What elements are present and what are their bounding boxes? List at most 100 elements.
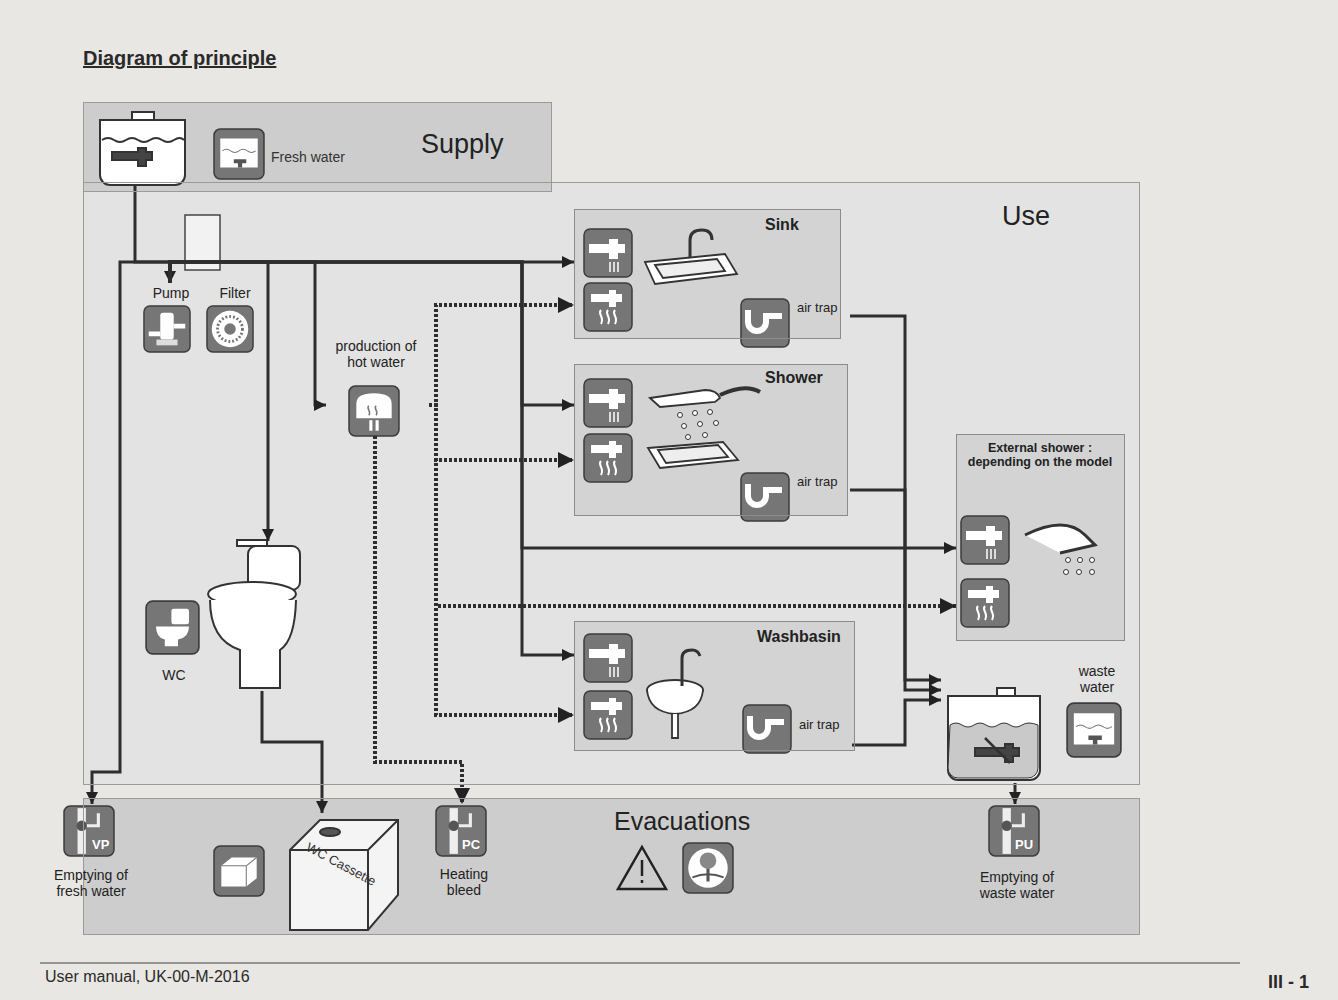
use-region: UsePumpFilter production of hot water Sink…	[83, 182, 1140, 785]
region-fill	[574, 209, 841, 339]
air-trap: air trap	[740, 472, 850, 526]
pipe	[852, 700, 941, 745]
text-slot: Washbasin	[757, 628, 852, 646]
text-slot: Evacuations	[614, 807, 799, 836]
pipe	[92, 262, 170, 804]
fixture-box: Sinkair trap	[574, 209, 841, 339]
label-slot: User manual, UK-00-M-2016	[45, 968, 375, 986]
node-label: Filter	[203, 285, 267, 301]
pipe	[170, 262, 574, 655]
node-label: Sink	[765, 216, 835, 234]
title-slot: Diagram of principle	[83, 47, 383, 70]
node-caption: Emptying of fresh water	[46, 867, 136, 899]
region-fill	[83, 798, 1140, 935]
water-heater: production of hot water	[326, 336, 429, 436]
node-label: PC	[462, 838, 488, 853]
hot-water-pipe	[429, 405, 956, 606]
toilet: WC	[141, 541, 306, 691]
supply-band: SupplyFresh water	[83, 102, 552, 192]
pipe	[850, 316, 941, 680]
text-slot: air trap	[799, 718, 849, 733]
fresh-water-tank: Fresh water	[96, 111, 364, 186]
node-label: PU	[1015, 838, 1041, 853]
text-slot: External shower : depending on the model	[958, 441, 1122, 470]
drain-valve: PC Heating bleed	[426, 804, 505, 902]
region-fill	[83, 102, 552, 192]
waste-tank: waste water	[941, 661, 1131, 783]
node-label: WC Cassette	[303, 840, 398, 900]
region-fill	[83, 182, 1140, 785]
pipe	[170, 262, 326, 405]
text-slot: Use	[1002, 201, 1082, 232]
text-slot: air trap	[797, 301, 847, 316]
text-slot: production of hot water	[326, 338, 426, 370]
region-fill	[956, 434, 1125, 641]
text-slot: Supply	[421, 129, 546, 160]
node-label: VP	[92, 838, 118, 853]
pipe	[1014, 783, 1017, 804]
text-slot: Sink	[765, 216, 835, 234]
pipe	[170, 262, 268, 541]
label-slot: III - 1	[1268, 972, 1328, 993]
filter: Filter	[203, 283, 270, 355]
text-slot: Emptying of fresh water	[46, 867, 136, 899]
hot-water-pipe	[429, 405, 574, 460]
text-slot: Filter	[203, 285, 267, 301]
hot-water-pipe	[429, 405, 574, 715]
node-label: Evacuations	[614, 807, 799, 836]
text-slot: WC	[149, 667, 199, 683]
air-trap: air trap	[740, 298, 850, 352]
node-label: Washbasin	[757, 628, 852, 646]
region-fill	[574, 364, 848, 516]
hot-water-pipe	[375, 436, 462, 804]
evacuations-band: EvacuationsVPEmptying of fresh waterWC C…	[83, 798, 1140, 935]
fixture-box: Shower air trap	[574, 364, 848, 516]
node-label: waste water	[1066, 663, 1128, 695]
air-trap: air trap	[742, 702, 852, 754]
pipe	[135, 186, 170, 283]
pipe	[262, 691, 322, 813]
text-slot: PU	[1015, 838, 1041, 853]
node-label: air trap	[797, 475, 847, 490]
text-slot: Fresh water	[271, 149, 361, 165]
pipe	[850, 490, 941, 690]
node-label: production of hot water	[326, 338, 426, 370]
text-slot: Shower	[765, 369, 845, 387]
hot-water-pipe	[429, 305, 574, 405]
fixture-box: External shower : depending on the model	[956, 434, 1125, 641]
wc-cassette: WC Cassette	[281, 813, 406, 933]
node-label: Shower	[765, 369, 845, 387]
footer-text: User manual, UK-00-M-2016	[45, 968, 375, 986]
node-label: Use	[1002, 201, 1082, 232]
node-label: air trap	[799, 718, 849, 733]
node-label: Pump	[141, 285, 201, 301]
pipe	[170, 262, 574, 405]
text-slot: VP	[92, 838, 118, 853]
region-fill	[574, 621, 855, 751]
node-label: Fresh water	[271, 149, 361, 165]
node-label: Supply	[421, 129, 546, 160]
node-label: WC	[149, 667, 199, 683]
page-number: III - 1	[1268, 972, 1328, 993]
pipe	[170, 262, 574, 283]
node-caption: Emptying of waste water	[961, 869, 1073, 901]
pump: Pump	[141, 283, 204, 355]
node-caption: Heating bleed	[426, 866, 502, 898]
pipe	[170, 262, 956, 548]
text-slot: Heating bleed	[426, 866, 502, 898]
node-label: External shower : depending on the model	[958, 441, 1122, 470]
node-label: air trap	[797, 301, 847, 316]
text-slot: Pump	[141, 285, 201, 301]
page-title: Diagram of principle	[83, 47, 383, 70]
text-slot: PC	[462, 838, 488, 853]
fixture-box: Washbasin air trap	[574, 621, 855, 751]
text-slot: WC Cassette	[301, 863, 401, 878]
text-slot: air trap	[797, 475, 847, 490]
text-slot: Emptying of waste water	[961, 869, 1073, 901]
drain-valve: PU Emptying of waste water	[961, 804, 1076, 906]
text-slot: waste water	[1066, 663, 1128, 695]
drain-valve: VP Emptying of fresh water	[46, 804, 139, 904]
